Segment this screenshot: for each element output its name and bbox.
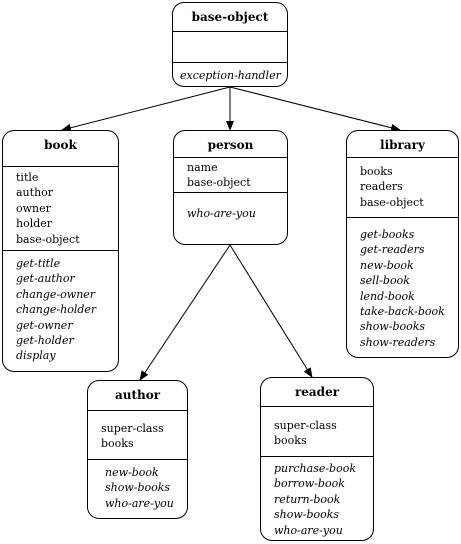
methods-section: purchase-book borrow-book return-book sh… (261, 456, 373, 540)
attribute-item: super-class (101, 422, 164, 435)
method-item: borrow-book (274, 477, 345, 491)
method-item: who-are-you (187, 207, 256, 220)
attribute-item: title (16, 171, 39, 184)
class-title: base-object (191, 10, 269, 24)
attribute-item: readers (360, 180, 403, 194)
attribute-item: books (101, 437, 134, 451)
method-item: display (16, 349, 56, 363)
method-item: get-books (360, 228, 415, 241)
method-item: show-readers (360, 335, 436, 349)
attributes-section: super-class books (261, 406, 373, 456)
method-item: show-books (105, 481, 171, 495)
method-item: get-title (16, 257, 61, 270)
class-reader: reader super-class books purchase-book b… (260, 377, 374, 541)
edge-person-to-reader (229, 244, 313, 378)
edge-person-to-author (139, 244, 231, 381)
attribute-item: author (16, 186, 54, 200)
class-title: reader (294, 385, 340, 399)
method-item: take-back-book (360, 305, 445, 319)
method-item: who-are-you (274, 523, 343, 537)
method-item: get-owner (16, 318, 73, 332)
method-item: get-author (16, 272, 75, 286)
attribute-item: base-object (360, 195, 424, 209)
edge-base-object-to-book (61, 86, 231, 132)
methods-section: get-title get-author change-owner change… (3, 250, 118, 371)
attributes-section: name base-object (174, 157, 287, 192)
method-item: show-books (360, 320, 426, 334)
method-item: change-holder (16, 303, 97, 317)
method-item: new-book (360, 258, 414, 272)
method-item: get-readers (360, 243, 425, 257)
class-title: person (207, 138, 254, 152)
method-item: get-holder (16, 334, 74, 348)
method-item: sell-book (360, 274, 410, 288)
attribute-item: super-class (274, 419, 337, 432)
class-title: book (44, 138, 77, 152)
attribute-item: base-object (187, 176, 251, 190)
methods-section: exception-handler (173, 62, 287, 86)
method-item: purchase-book (274, 462, 357, 475)
attribute-item: holder (16, 217, 53, 231)
methods-section: get-books get-readers new-book sell-book… (347, 217, 458, 357)
attribute-item: books (360, 165, 393, 178)
method-item: exception-handler (180, 69, 281, 82)
class-title: author (114, 388, 161, 402)
method-item: new-book (105, 466, 159, 479)
methods-section: new-book show-books who-are-you (88, 459, 187, 518)
attributes-section (173, 31, 287, 62)
class-title: library (380, 138, 425, 152)
method-item: who-are-you (105, 496, 174, 510)
attribute-item: name (187, 161, 218, 174)
class-person: person name base-object who-are-you (173, 130, 288, 245)
attribute-item: owner (16, 201, 51, 215)
attribute-item: books (274, 434, 307, 448)
edge-base-object-to-library (229, 86, 401, 132)
attributes-section: books readers base-object (347, 157, 458, 217)
class-library: library books readers base-object get-bo… (346, 130, 459, 358)
class-base-object: base-object exception-handler (172, 2, 288, 87)
method-item: change-owner (16, 287, 96, 301)
methods-section: who-are-you (174, 192, 287, 244)
attributes-section: title author owner holder base-object (3, 166, 118, 250)
class-author: author super-class books new-book show-b… (87, 380, 188, 519)
method-item: show-books (274, 508, 340, 522)
method-item: return-book (274, 492, 341, 506)
class-book: book title author owner holder base-obje… (2, 130, 119, 372)
method-item: lend-book (360, 289, 415, 303)
attributes-section: super-class books (88, 410, 187, 459)
attribute-item: base-object (16, 232, 80, 246)
